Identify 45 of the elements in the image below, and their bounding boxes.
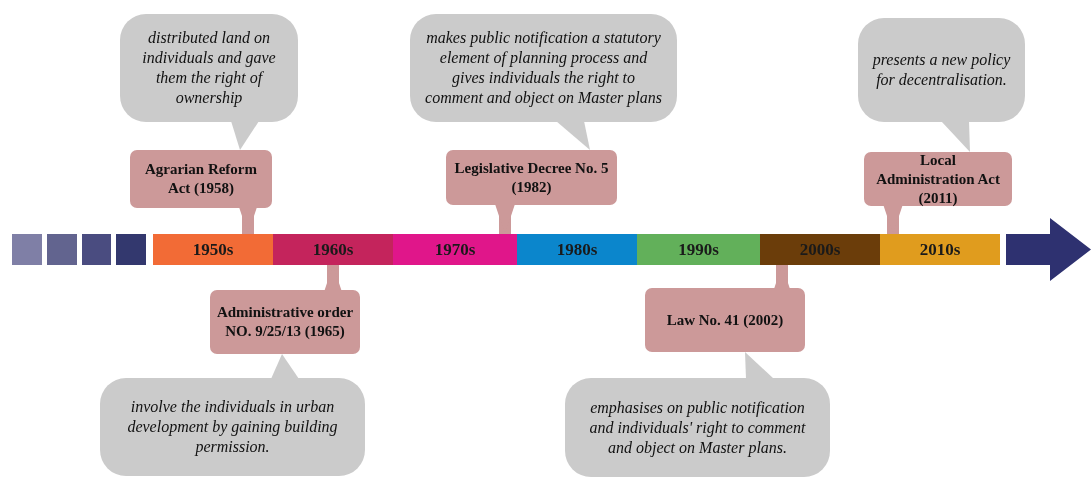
- decade-segment: [153, 234, 273, 265]
- decade-label: 1980s: [556, 239, 598, 260]
- event-box: [130, 150, 272, 208]
- bubble-text: makes public notification a statutory element of planning process and gives individuals the right to comment and object on Master plans: [424, 28, 663, 108]
- block-arrow: [883, 204, 903, 234]
- decade-segment: [880, 234, 1000, 265]
- bubble-text: presents a new policy for decentralisation.: [871, 50, 1012, 90]
- decade-segment: [517, 234, 637, 265]
- event-title: Agrarian Reform Act (1958): [143, 160, 258, 198]
- event-title: Local Administration Act (2011): [875, 150, 1001, 208]
- callout-tail: [231, 121, 259, 150]
- event-box: [446, 150, 617, 205]
- callout-tail: [556, 121, 590, 150]
- callout-tail: [941, 121, 970, 152]
- speech-bubble: [858, 18, 1025, 122]
- event-title: Law No. 41 (2002): [666, 310, 784, 330]
- speech-bubble: [565, 378, 830, 477]
- event-title: Legislative Decree No. 5 (1982): [453, 158, 610, 197]
- decade-label: 2000s: [799, 239, 841, 260]
- speech-bubble: [100, 378, 365, 476]
- decade-segment: [637, 234, 760, 265]
- decade-label: 1950s: [192, 239, 234, 260]
- decade-label: 1990s: [678, 239, 719, 260]
- decade-segment: [760, 234, 880, 265]
- bubble-text: involve the individuals in urban development by gaining building permission.: [126, 397, 339, 457]
- decade-segment: [393, 234, 517, 265]
- speech-bubble: [120, 14, 298, 122]
- speech-bubble: [410, 14, 677, 122]
- decade-label: 1970s: [434, 239, 476, 260]
- decade-segment: [273, 234, 393, 265]
- callout-tail: [745, 352, 774, 379]
- bubble-text: emphasises on public notification and individuals' right to comment and object on Master plans.: [588, 397, 807, 458]
- decade-label: 2010s: [919, 239, 961, 260]
- event-box: [864, 152, 1012, 206]
- timeline-square: [82, 234, 111, 265]
- timeline-square: [12, 234, 42, 265]
- event-title: Administrative order NO. 9/25/13 (1965): [216, 303, 354, 341]
- bubble-text: distributed land on individuals and gave them the right of ownership: [141, 28, 277, 108]
- event-box: [645, 288, 805, 352]
- block-arrow: [495, 204, 515, 234]
- timeline-square: [116, 234, 146, 265]
- timeline-square: [47, 234, 77, 265]
- decade-label: 1960s: [312, 239, 354, 260]
- callout-tail: [271, 354, 299, 379]
- event-box: [210, 290, 360, 354]
